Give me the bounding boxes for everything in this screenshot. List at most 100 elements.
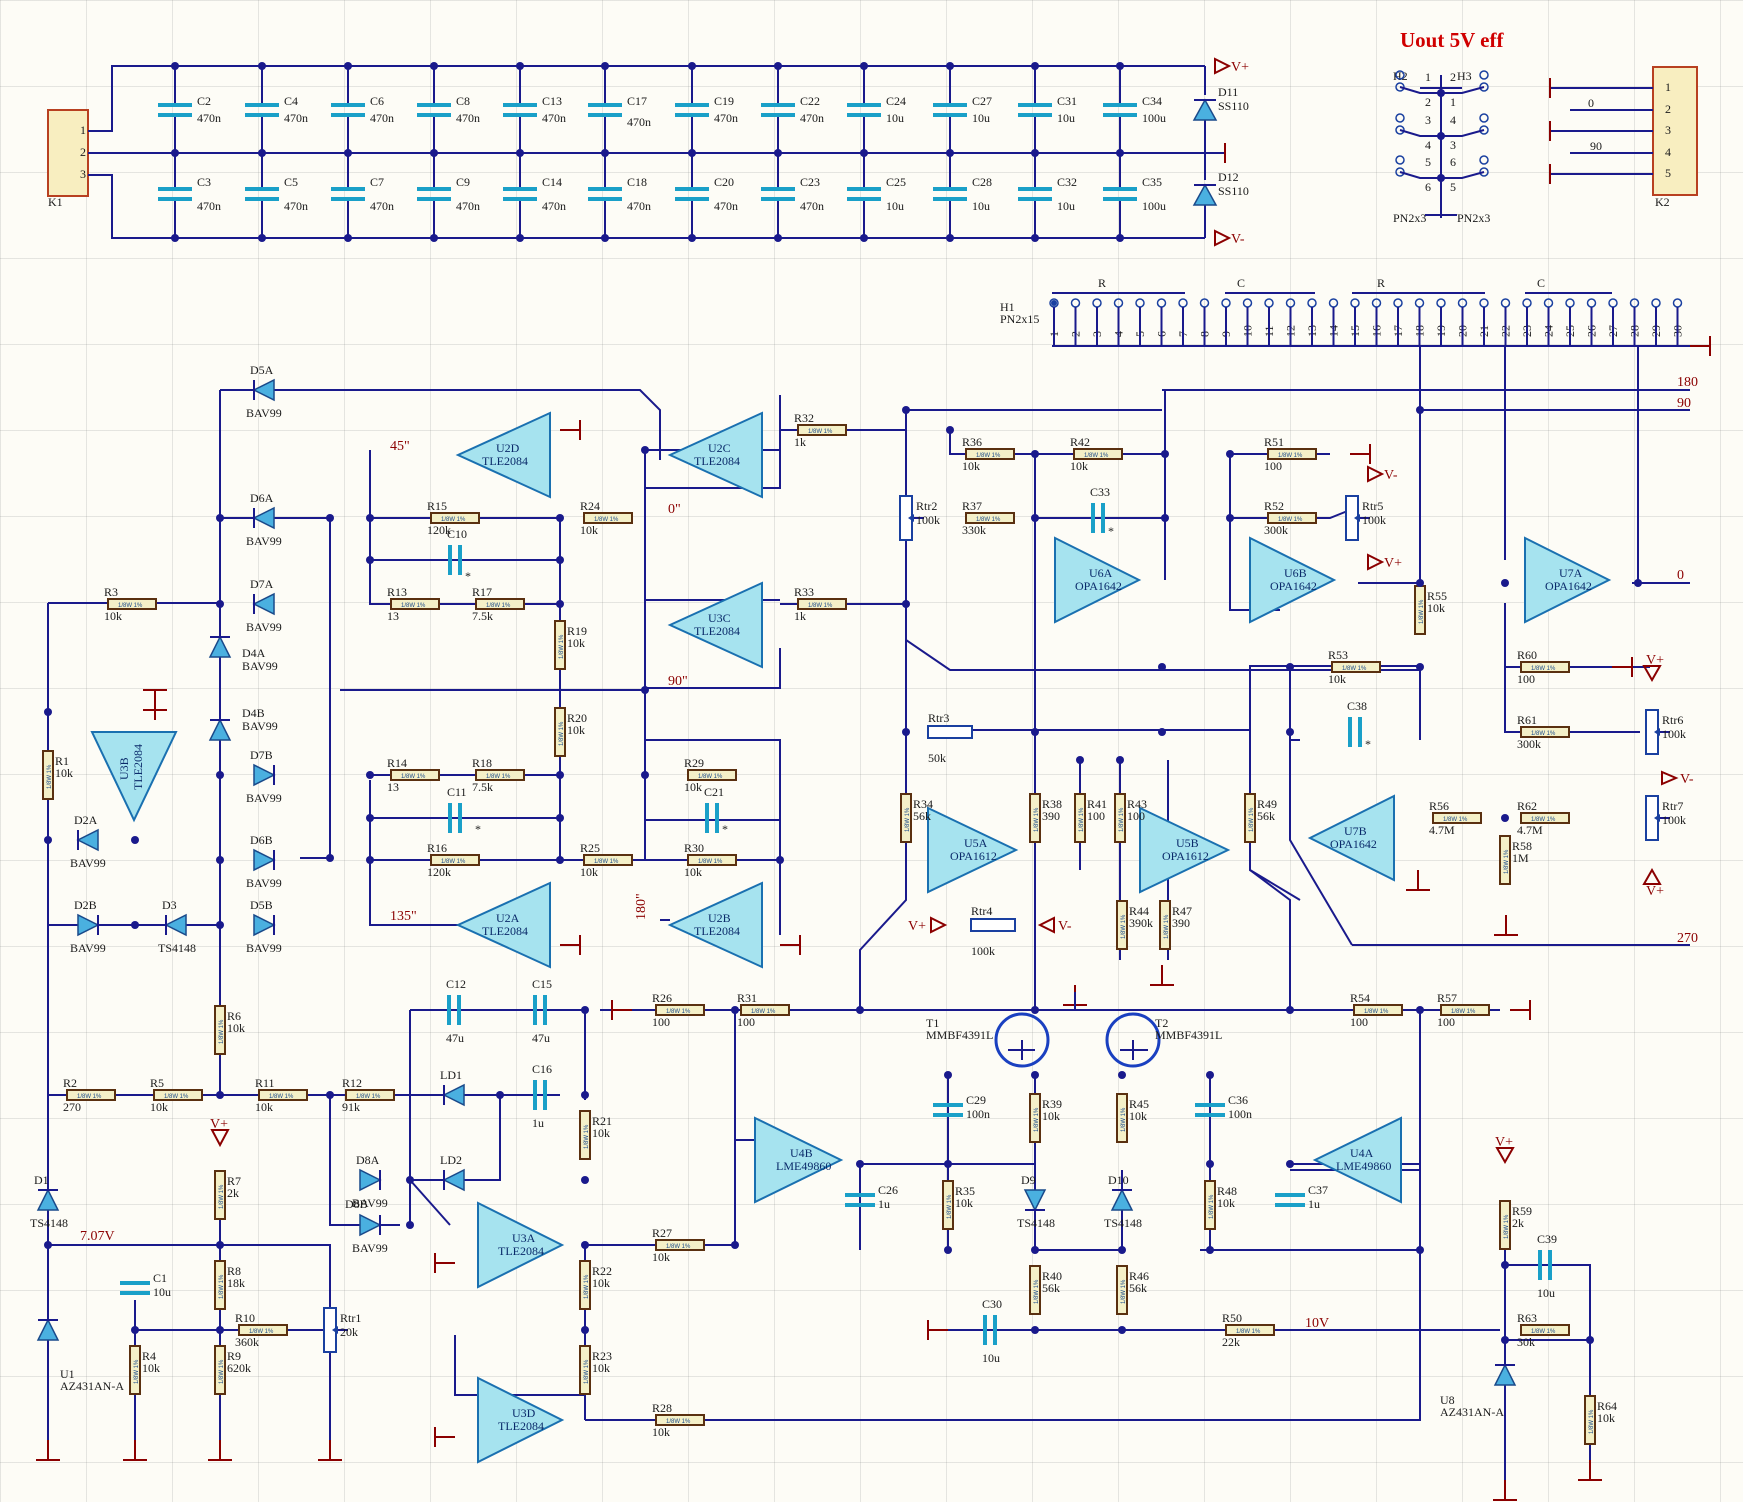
trimmer-val: 100k: [916, 513, 940, 527]
resistor-R12: [345, 1089, 395, 1101]
resistor-val: 91k: [342, 1100, 360, 1114]
resistor-rating: 1/8W 1%: [584, 1124, 590, 1149]
capacitor-plate: [933, 187, 967, 201]
opamp-U5B: [1139, 806, 1231, 894]
supply-section: K1 1 2 3 C2470nC3470nC4470nC5470nC6470nC…: [47, 57, 1249, 247]
resistor-ref: R52: [1264, 499, 1284, 513]
resistor-val: 10k: [592, 1361, 610, 1375]
net-label: 10V: [1305, 1316, 1329, 1331]
cap-top-ref: C34: [1142, 94, 1162, 108]
resistor-ref: R19: [567, 624, 587, 638]
junction-dot: [216, 600, 224, 608]
cap-bot-ref: C5: [284, 175, 298, 189]
cap-top-val: 100u: [1142, 111, 1166, 125]
resistor-ref: R23: [592, 1349, 612, 1363]
capacitor-plate: [417, 187, 451, 201]
junction-dot: [406, 1221, 414, 1229]
opamp-ref: U3A: [512, 1231, 536, 1245]
junction-dot: [581, 1006, 589, 1014]
diode-null: [36, 1318, 60, 1341]
diode-val: BAV99: [352, 1241, 388, 1255]
capacitor-plate: [761, 103, 795, 117]
cap-val: 47u: [532, 1031, 550, 1045]
resistor-val: 10k: [1427, 601, 1445, 615]
resistor-ref: R7: [227, 1174, 241, 1188]
resistor-rating: 1/8W 1%: [1443, 817, 1468, 823]
opamp-ref: U7A: [1559, 566, 1583, 580]
resistor-rating: 1/8W 1%: [134, 1359, 140, 1384]
resistor-rating: 1/8W 1%: [751, 1009, 776, 1015]
junction-dot: [1118, 1071, 1126, 1079]
trimmer-val: 100k: [971, 944, 995, 958]
k2-pin: 1: [1665, 80, 1671, 94]
resistor-rating: 1/8W 1%: [219, 1184, 225, 1209]
resistor-rating: 1/8W 1%: [77, 1094, 102, 1100]
resistor-R56: [1432, 812, 1482, 824]
cap-ref: C39: [1537, 1232, 1557, 1246]
trimmer-val: 20k: [340, 1325, 358, 1339]
cap-bot-val: 470n: [714, 199, 738, 213]
junction-dot: [1031, 728, 1039, 736]
opamp-type: TLE2084: [498, 1244, 544, 1258]
opamp-type: OPA1612: [950, 849, 997, 863]
capacitor-C36: [1195, 1103, 1225, 1117]
resistor-ref: R20: [567, 711, 587, 725]
opamp-type: LME49860: [776, 1159, 831, 1173]
h1-group-c1: C: [1237, 276, 1245, 290]
opamp-ref: U6A: [1089, 566, 1113, 580]
cap-val: 10u: [153, 1285, 171, 1299]
h23-pin-label: 6: [1450, 155, 1456, 169]
junction-dot: [131, 1326, 139, 1334]
junction-dot: [601, 234, 609, 242]
resistor-ref: R35: [955, 1184, 975, 1198]
junction-dot: [946, 426, 954, 434]
resistor-R43: [1114, 793, 1126, 843]
output-nets: 180 90 0 270: [1162, 375, 1698, 946]
capacitor-C10: [448, 545, 462, 575]
resistor-R58: [1499, 835, 1511, 885]
capacitor-plate: [1018, 187, 1052, 201]
resistor-ref: R17: [472, 585, 492, 599]
resistor-rating: 1/8W 1%: [905, 807, 911, 832]
svg-text:BAV99: BAV99: [242, 719, 278, 733]
opamp-U3C: [667, 581, 763, 669]
resistor-R4: [129, 1345, 141, 1395]
resistor-R57: [1440, 1004, 1490, 1016]
resistor-rating: 1/8W 1%: [356, 1094, 381, 1100]
h1-pin: [1328, 298, 1339, 308]
resistor-rating: 1/8W 1%: [1119, 807, 1125, 832]
junction-dot: [1206, 1246, 1214, 1254]
resistor-R62: [1520, 812, 1570, 824]
junction-dot: [774, 62, 782, 70]
junction-dot: [1076, 756, 1084, 764]
vminus-top-label: V-: [1231, 232, 1245, 247]
resistor-R30: [687, 854, 737, 866]
resistor-ref: R16: [427, 841, 447, 855]
diode-ref: D5B: [250, 898, 273, 912]
opamp-type: TLE2084: [694, 624, 740, 638]
opamp-U7A: [1524, 536, 1612, 624]
resistor-val: 390: [1042, 809, 1060, 823]
junction-dot: [1031, 450, 1039, 458]
resistor-ref: R9: [227, 1349, 241, 1363]
capacitor-plate: [933, 103, 967, 117]
svg-text:T2: T2: [1155, 1016, 1168, 1030]
svg-text:AZ431AN-A: AZ431AN-A: [1440, 1405, 1504, 1419]
junction-dot: [366, 556, 374, 564]
junction-dot: [216, 856, 224, 864]
cap-top-val: 470n: [714, 111, 738, 125]
resistor-R6: [214, 1005, 226, 1055]
junction-dot: [556, 600, 564, 608]
opamp-type: OPA1612: [1162, 849, 1209, 863]
resistor-ref: R41: [1087, 797, 1107, 811]
d11-val: SS110: [1218, 99, 1249, 113]
svg-text:V-: V-: [1058, 919, 1072, 934]
h23-pin-label: 5: [1425, 155, 1431, 169]
opamp-type: OPA1642: [1075, 579, 1122, 593]
junction-dot: [1226, 514, 1234, 522]
h1-pin: [1070, 298, 1081, 308]
capacitor-plate: [675, 187, 709, 201]
junction-dot: [688, 62, 696, 70]
junction-dot: [1501, 1261, 1509, 1269]
h1-pin: [1672, 298, 1683, 308]
